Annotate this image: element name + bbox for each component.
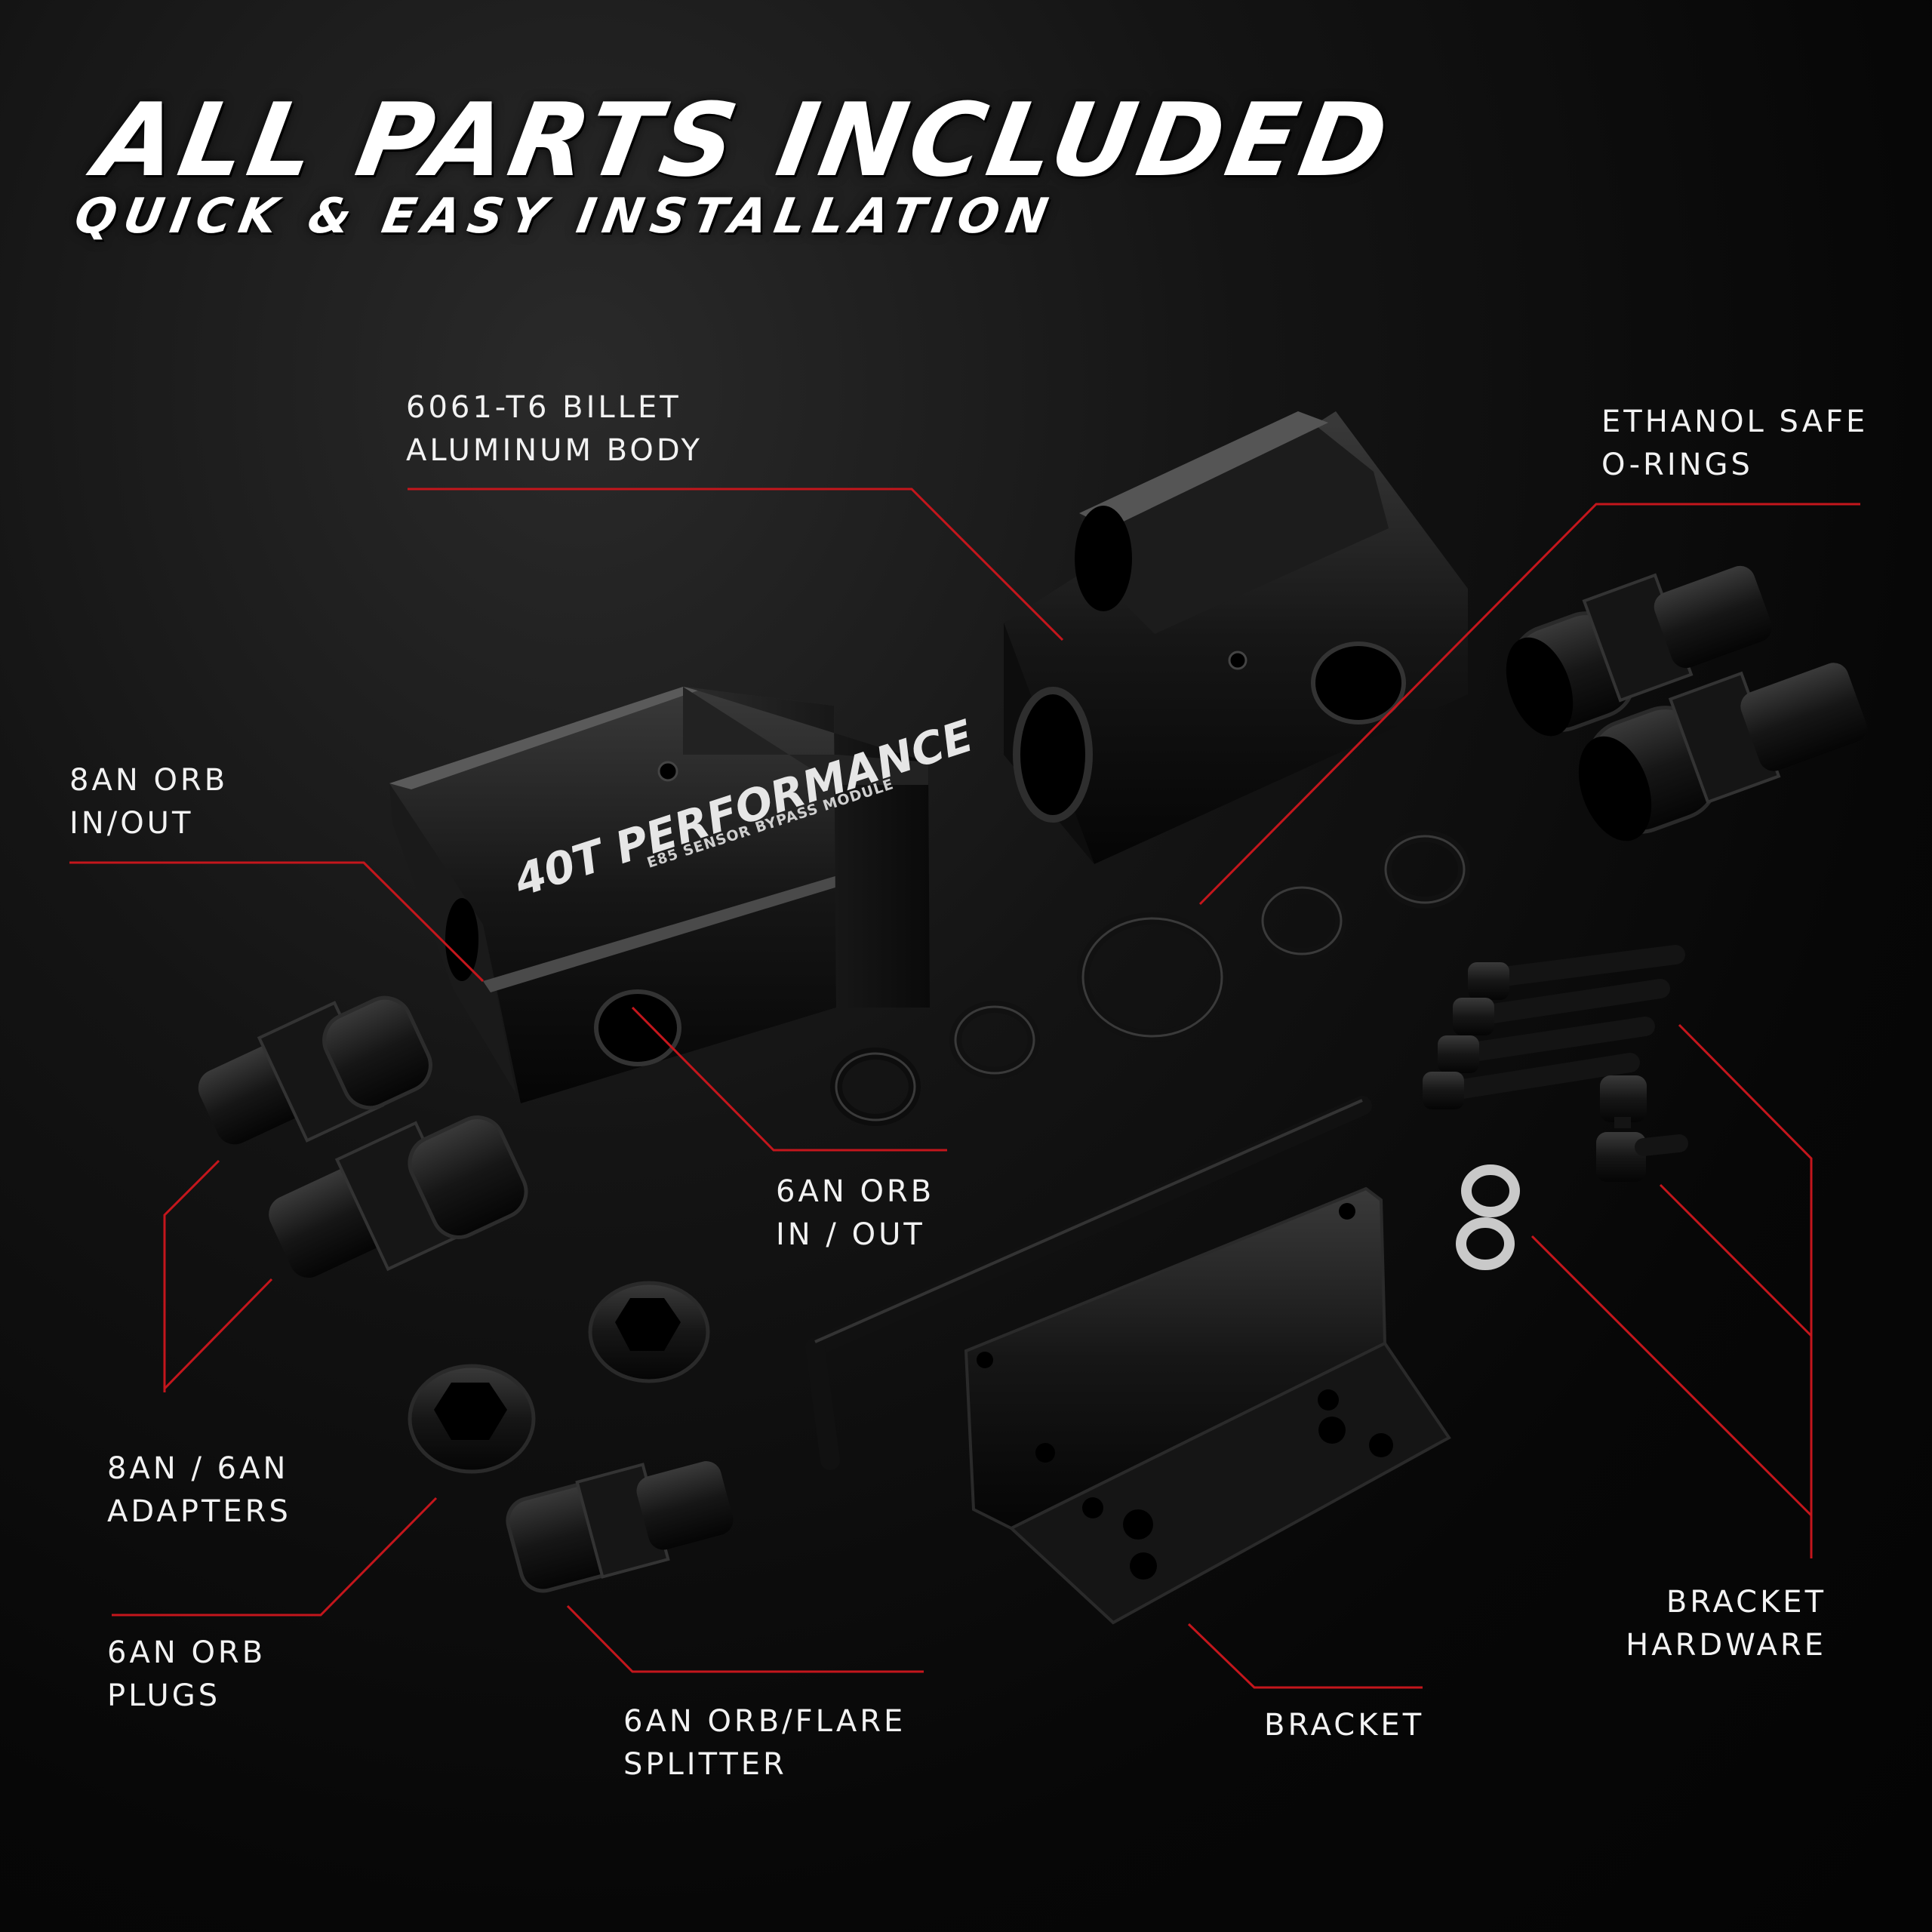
rear-module-side-port [1311, 641, 1406, 724]
orb-fitting-8an-upper [1506, 565, 1772, 737]
bracket-hole [1082, 1497, 1103, 1518]
callout-line: ETHANOL SAFE [1601, 405, 1869, 439]
rear-module-bore [1075, 506, 1132, 611]
page-subtitle: QUICK & EASY INSTALLATION [70, 189, 1060, 245]
bolt [1438, 1017, 1655, 1073]
orb-fitting-8an-lower [1578, 663, 1867, 841]
bypass-module-rear [1004, 411, 1468, 864]
leader-plugs [112, 1497, 438, 1617]
bolt-short [1600, 1075, 1647, 1128]
leader-8an-orb [69, 861, 485, 983]
callout-line: ADAPTERS [107, 1494, 291, 1529]
bracket-hole [1339, 1203, 1355, 1220]
bolt-short [1596, 1132, 1688, 1182]
callout-adapters: 8AN / 6AN ADAPTERS [107, 1447, 291, 1534]
callout-orings: ETHANOL SAFE O-RINGS [1601, 401, 1868, 487]
callout-line: BRACKET [1666, 1585, 1826, 1620]
leader-adapters-lower [163, 1278, 273, 1390]
callout-line: 6AN ORB [776, 1174, 935, 1209]
hex-key [805, 1096, 1372, 1470]
o-ring-set [830, 830, 1470, 1126]
orb-plug-lower [408, 1364, 536, 1474]
leader-orings [1198, 503, 1860, 906]
leader-hardware-washers [1531, 1235, 1813, 1517]
leader-body [408, 488, 1064, 641]
callout-splitter: 6AN ORB/FLARE SPLITTER [623, 1700, 906, 1786]
bracket-hole [1123, 1509, 1153, 1540]
callout-line: BRACKET [1264, 1708, 1425, 1743]
callout-line: 8AN / 6AN [107, 1451, 289, 1486]
washer [1456, 1217, 1515, 1270]
callout-line: IN / OUT [776, 1217, 925, 1252]
washer [1461, 1164, 1520, 1217]
module-port-6an [594, 989, 681, 1066]
bracket-hole [977, 1352, 993, 1368]
orb-flare-splitter [506, 1461, 734, 1593]
callout-line: O-RINGS [1601, 448, 1753, 482]
callout-8an-orb: 8AN ORB IN/OUT [69, 759, 228, 845]
washers [1456, 1164, 1520, 1270]
bracket-hole [1369, 1433, 1393, 1457]
bracket-hole [1318, 1389, 1339, 1411]
callout-line: PLUGS [107, 1678, 221, 1713]
bolt [1423, 1053, 1640, 1109]
callout-line: 6AN ORB [107, 1635, 266, 1670]
orb-fitting-8an-left-lower [269, 1115, 528, 1278]
callout-line: 6061-T6 BILLET [406, 390, 681, 425]
callout-line: IN/OUT [69, 806, 194, 841]
bracket-hole [1318, 1417, 1346, 1444]
mounting-bracket [964, 1186, 1451, 1625]
callout-leaders [69, 488, 1860, 1689]
page-title: ALL PARTS INCLUDED [88, 82, 1401, 199]
bracket-bolts [1423, 945, 1688, 1182]
module-side-port [445, 898, 478, 981]
bypass-module-front: 40T PERFORMANCE E85 SENSOR BYPASS MODULE [389, 687, 979, 1103]
callout-billet-body: 6061-T6 BILLET ALUMINUM BODY [406, 386, 703, 472]
leader-bracket [1187, 1623, 1423, 1689]
orb-fitting-8an-left-upper [198, 995, 432, 1145]
leader-hardware-bolts [1678, 1023, 1813, 1332]
callout-bracket: BRACKET [1264, 1704, 1424, 1747]
bolt [1453, 979, 1670, 1035]
bolt [1468, 945, 1685, 1000]
orb-plug-upper [588, 1281, 710, 1383]
rear-module-face-port [1013, 687, 1093, 823]
callout-line: 8AN ORB [69, 763, 229, 798]
callout-line: 6AN ORB/FLARE [623, 1704, 906, 1739]
callout-plugs: 6AN ORB PLUGS [107, 1632, 266, 1718]
callout-line: ALUMINUM BODY [406, 433, 703, 468]
bracket-hole [1035, 1443, 1055, 1463]
leader-hardware-short [1659, 1183, 1813, 1337]
callout-line: HARDWARE [1626, 1628, 1826, 1663]
leader-splitter [566, 1604, 924, 1673]
callout-line: SPLITTER [623, 1747, 787, 1782]
leader-adapters-upper [163, 1159, 220, 1392]
callout-6an-orb: 6AN ORB IN / OUT [776, 1171, 934, 1257]
bracket-hole [1130, 1552, 1157, 1580]
leader-6an-orb [631, 1006, 947, 1152]
callout-bracket-hardware: BRACKET HARDWARE [1626, 1581, 1826, 1667]
